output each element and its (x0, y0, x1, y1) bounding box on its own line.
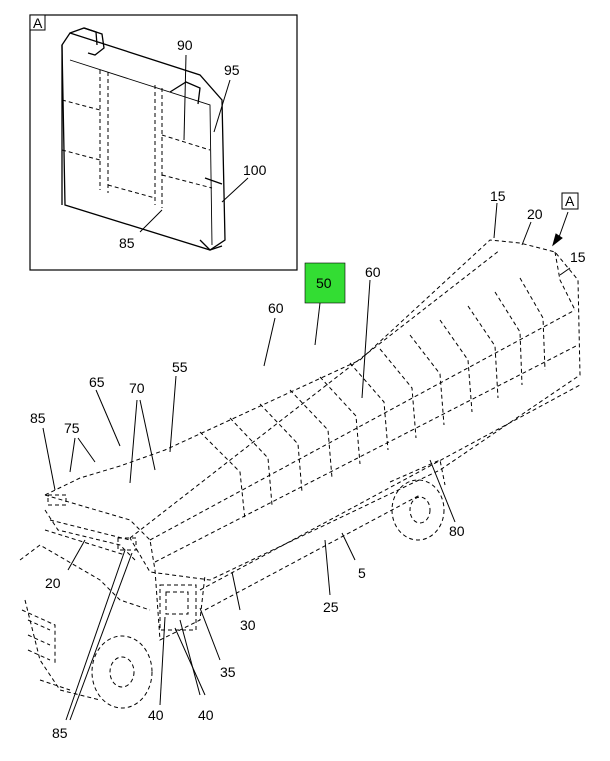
callout-60-right: 60 (365, 264, 381, 280)
callout-15-top: 15 (490, 188, 506, 204)
callout-25: 25 (323, 599, 339, 615)
leader-lines (42, 202, 571, 721)
callout-95: 95 (224, 62, 240, 78)
callout-35: 35 (220, 664, 236, 680)
callout-40-b: 40 (198, 707, 214, 723)
detail-inset: A 90 95 100 85 (29, 14, 298, 271)
callout-90: 90 (177, 37, 193, 53)
callout-5: 5 (358, 565, 366, 581)
callout-65: 65 (89, 374, 105, 390)
callout-60-left: 60 (268, 300, 284, 316)
callout-85-bottom: 85 (52, 725, 68, 741)
callout-75: 75 (64, 420, 80, 436)
callout-55: 55 (172, 359, 188, 375)
callout-70: 70 (129, 380, 145, 396)
callout-15-right: 15 (570, 249, 586, 265)
bus-body (19, 239, 581, 709)
detail-tag: A (33, 15, 43, 31)
callout-50: 50 (316, 275, 332, 291)
callout-labels: 15 20 15 60 60 55 65 70 85 75 20 80 5 25… (30, 188, 586, 741)
view-indicator: A (552, 192, 579, 247)
callout-40-a: 40 (148, 707, 164, 723)
rear-panel-drawing (61, 27, 226, 251)
callout-100: 100 (243, 162, 267, 178)
view-tag: A (565, 193, 575, 209)
callout-30: 30 (240, 617, 256, 633)
callout-85-left: 85 (30, 410, 46, 426)
callout-20-left: 20 (45, 575, 61, 591)
highlight-callout-50[interactable]: 50 (304, 262, 346, 304)
callout-80: 80 (449, 523, 465, 539)
callout-85-detail: 85 (119, 235, 135, 251)
callout-20-top: 20 (527, 206, 543, 222)
